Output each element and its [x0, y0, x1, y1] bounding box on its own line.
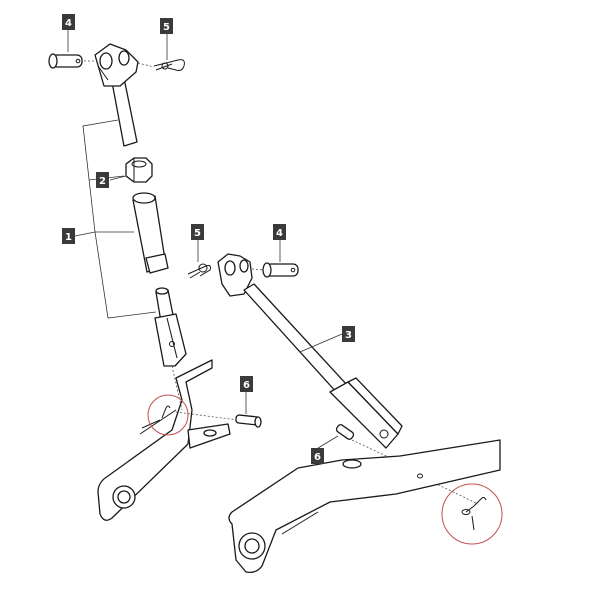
- top-clevis-end-icon: [94, 43, 139, 147]
- label-box-4-top: [62, 14, 75, 30]
- label-box-3: [342, 326, 355, 342]
- lift-rod-lower-block-icon: [329, 377, 403, 449]
- label-6-left: 6: [243, 380, 250, 391]
- lynch-pin-left-icon: [235, 414, 262, 428]
- lift-rod-upper-clevis-icon: [217, 253, 253, 297]
- left-lower-link-arm-icon: [97, 359, 231, 521]
- lower-clevis-fork-icon: [154, 287, 187, 367]
- label-5-mid: 5: [194, 228, 201, 239]
- spring-clip-right-icon: [461, 496, 487, 531]
- threaded-tube-icon: [132, 192, 169, 274]
- lift-rod-shaft-icon: [243, 283, 349, 395]
- callout-circle-right: [441, 483, 503, 545]
- spring-clip-left-icon: [141, 405, 171, 429]
- hairpin-clip-mid-icon: [187, 263, 211, 279]
- lynch-pin-right-icon: [335, 424, 355, 440]
- label-box-4-mid: [273, 224, 286, 240]
- clevis-pin-mid-icon: [262, 262, 299, 278]
- label-2: 2: [99, 176, 106, 187]
- label-box-5-mid: [191, 224, 204, 240]
- label-4-top: 4: [65, 18, 72, 29]
- label-3: 3: [345, 330, 352, 341]
- label-box-6-left: [240, 376, 253, 392]
- label-box-6-right: [311, 448, 324, 464]
- label-5-top: 5: [163, 22, 170, 33]
- label-1: 1: [65, 232, 72, 243]
- label-6-right: 6: [314, 452, 321, 463]
- clevis-pin-top-icon: [48, 53, 83, 69]
- label-box-5-top: [160, 18, 173, 34]
- label-box-1: [62, 228, 75, 244]
- hairpin-clip-top-icon: [153, 59, 185, 71]
- lock-nut-icon: [125, 157, 153, 183]
- label-4-mid: 4: [276, 228, 283, 239]
- callout-circle-left: [147, 394, 189, 436]
- label-box-2: [96, 172, 109, 188]
- right-lower-link-arm-icon: [228, 439, 501, 574]
